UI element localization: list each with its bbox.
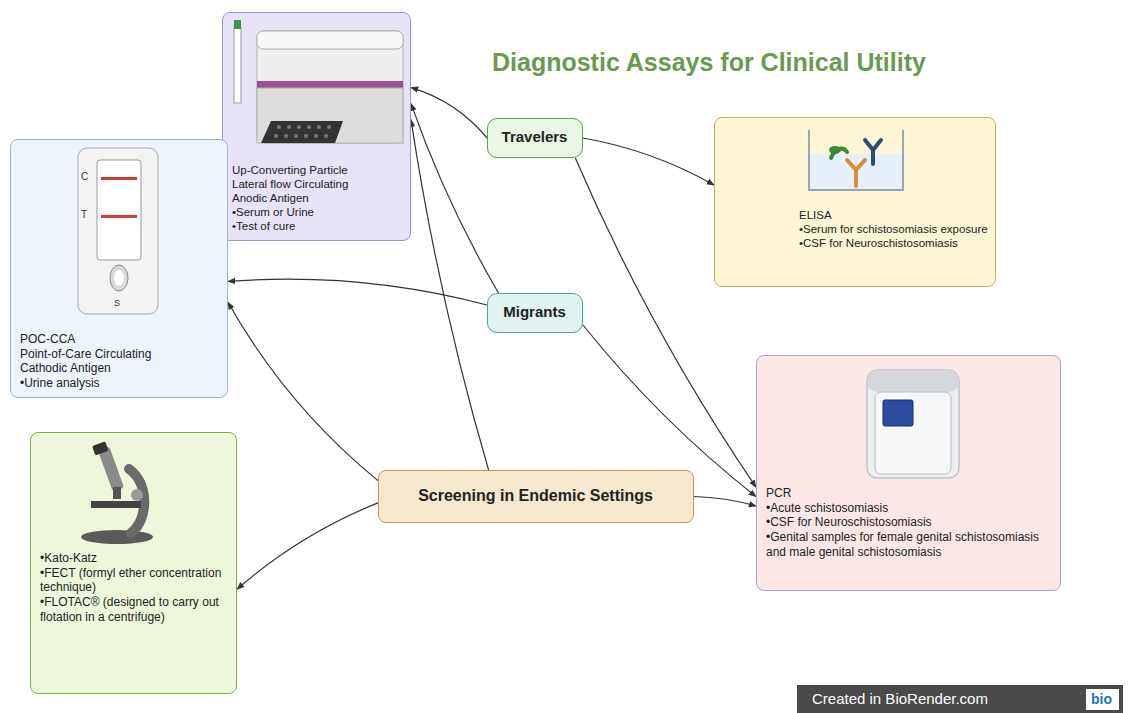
node-text: Screening in Endemic Settings [418,486,653,506]
text-group: ELISA•Serum for schistosomiasis exposure… [799,208,991,250]
node-text: •Acute schistosomiasis [766,501,1051,516]
text-group: POC-CCAPoint-of-Care Circulating Cathodi… [20,332,170,391]
node-text: Migrants [503,303,566,321]
connector-arrow [228,279,487,305]
connector-arrow [411,120,489,470]
setting-box: Screening in Endemic Settings [378,470,694,523]
node-text: •Serum or Urine [232,205,382,219]
plate-reader-icon [231,17,409,157]
diagram-title: Diagnostic Assays for Clinical Utility [492,48,926,77]
node-text: Travelers [502,128,568,146]
text-group: •Kato-Katz•FECT (formyl ether concentrat… [40,551,228,624]
node-text: •Kato-Katz [40,551,228,566]
node-text: Up-Converting Particle Lateral flow Circ… [232,163,382,205]
assay-box: POC-CCAPoint-of-Care Circulating Cathodi… [10,139,228,398]
elisa-well-icon [801,124,911,198]
text-group: PCR•Acute schistosomiasis•CSF for Neuros… [766,486,1051,559]
node-text: •Urine analysis [20,376,170,391]
assay-box: ELISA•Serum for schistosomiasis exposure… [714,117,996,287]
node-text: Point-of-Care Circulating Cathodic Antig… [20,347,170,376]
node-text: ELISA [799,208,991,222]
connector-arrow [228,302,378,480]
pcr-machine-icon [857,364,969,482]
node-text: •Test of cure [232,219,382,233]
assay-box: Up-Converting Particle Lateral flow Circ… [222,12,411,241]
population-pill: Travelers [487,118,583,158]
node-text: •CSF for Neuroschistosomiasis [766,515,1051,530]
strip-mark: T [81,209,87,220]
node-text: •Serum for schistosomiasis exposure [799,222,991,236]
node-text: •FECT (formyl ether concentration techni… [40,566,228,595]
connector-arrow [237,503,378,589]
node-text: POC-CCA [20,332,170,347]
node-text: •Genital samples for female genital schi… [766,530,1051,559]
text-group: Up-Converting Particle Lateral flow Circ… [232,163,382,233]
population-pill: Migrants [487,293,583,333]
assay-box: PCR•Acute schistosomiasis•CSF for Neuros… [756,355,1061,591]
strip-mark: C [81,171,88,182]
watermark-text: Created in BioRender.com [812,690,988,707]
node-text: •FLOTAC® (designed to carry out flotatio… [40,595,228,624]
strip-mark: S [114,298,120,308]
connector-arrow [694,497,756,507]
watermark-logo: bio [1091,691,1112,707]
assay-box: •Kato-Katz•FECT (formyl ether concentrat… [30,432,237,694]
node-text: PCR [766,486,1051,501]
text-group: Travelers [502,128,568,146]
text-group: Screening in Endemic Settings [418,486,653,506]
text-group: Migrants [503,303,566,321]
microscope-icon [69,439,169,547]
connector-arrow [583,138,714,185]
connector-arrow [411,88,487,138]
node-text: •CSF for Neuroschistosomiasis [799,236,991,250]
